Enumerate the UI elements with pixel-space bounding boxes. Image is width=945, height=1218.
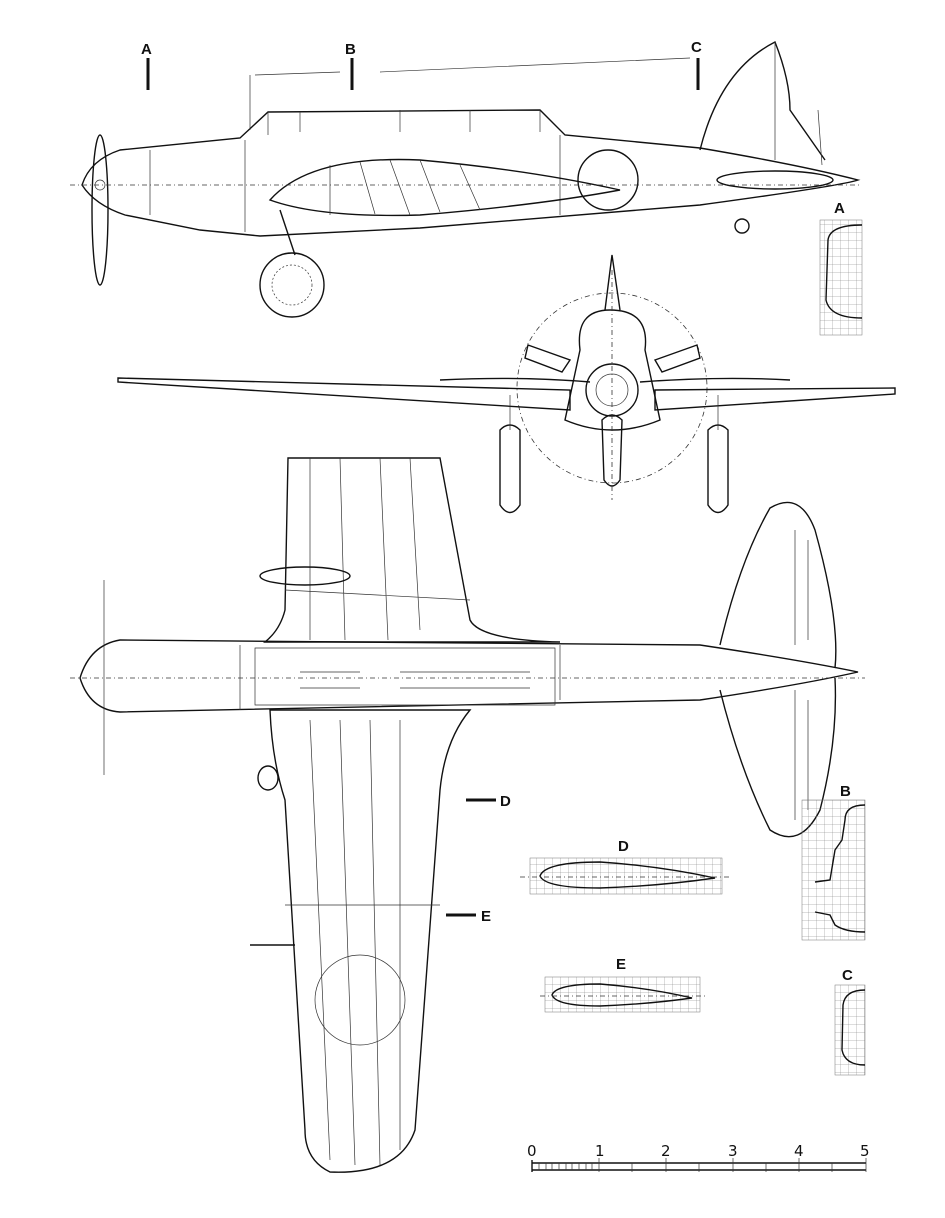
top-wing-upper <box>263 457 561 643</box>
scale-tick-1: 1 <box>595 1142 605 1160</box>
airfoil-section-d <box>520 857 730 895</box>
top-view <box>70 457 865 1173</box>
section-label-c: C <box>842 967 853 984</box>
scale-tick-2: 2 <box>661 1142 671 1160</box>
scale-bar: 0 1 2 3 4 5 <box>527 1142 870 1172</box>
station-label-b: B <box>345 41 356 58</box>
propeller <box>91 134 109 286</box>
top-wing-lower <box>269 709 472 1173</box>
tail-wheel <box>734 218 750 234</box>
scale-tick-3: 3 <box>728 1142 738 1160</box>
front-view <box>117 254 896 514</box>
station-label-c: C <box>691 39 702 56</box>
top-tailplane-upper <box>719 501 837 669</box>
side-roundel <box>577 149 639 211</box>
airfoil-label-d: D <box>618 838 629 855</box>
fuselage-section-a <box>819 219 863 336</box>
airfoil-section-e <box>540 976 708 1013</box>
side-tailplane <box>716 170 834 190</box>
airfoil-label-e: E <box>616 956 626 973</box>
fuselage-section-c <box>834 984 866 1076</box>
main-wheel <box>259 252 325 318</box>
station-label-a: A <box>141 41 152 58</box>
scale-tick-4: 4 <box>794 1142 804 1160</box>
front-fuselage <box>564 309 661 431</box>
scale-tick-0: 0 <box>527 1142 537 1160</box>
section-label-b: B <box>840 783 851 800</box>
wing-station-label-d: D <box>500 793 511 810</box>
side-view <box>70 41 861 318</box>
top-fuselage <box>79 639 859 713</box>
scale-tick-5: 5 <box>860 1142 870 1160</box>
side-fin <box>699 41 826 161</box>
fuselage-section-b <box>801 799 866 941</box>
wing-station-label-e: E <box>481 908 491 925</box>
side-wing-root <box>268 158 621 217</box>
section-label-a: A <box>834 200 845 217</box>
top-tailplane-lower <box>719 677 837 838</box>
